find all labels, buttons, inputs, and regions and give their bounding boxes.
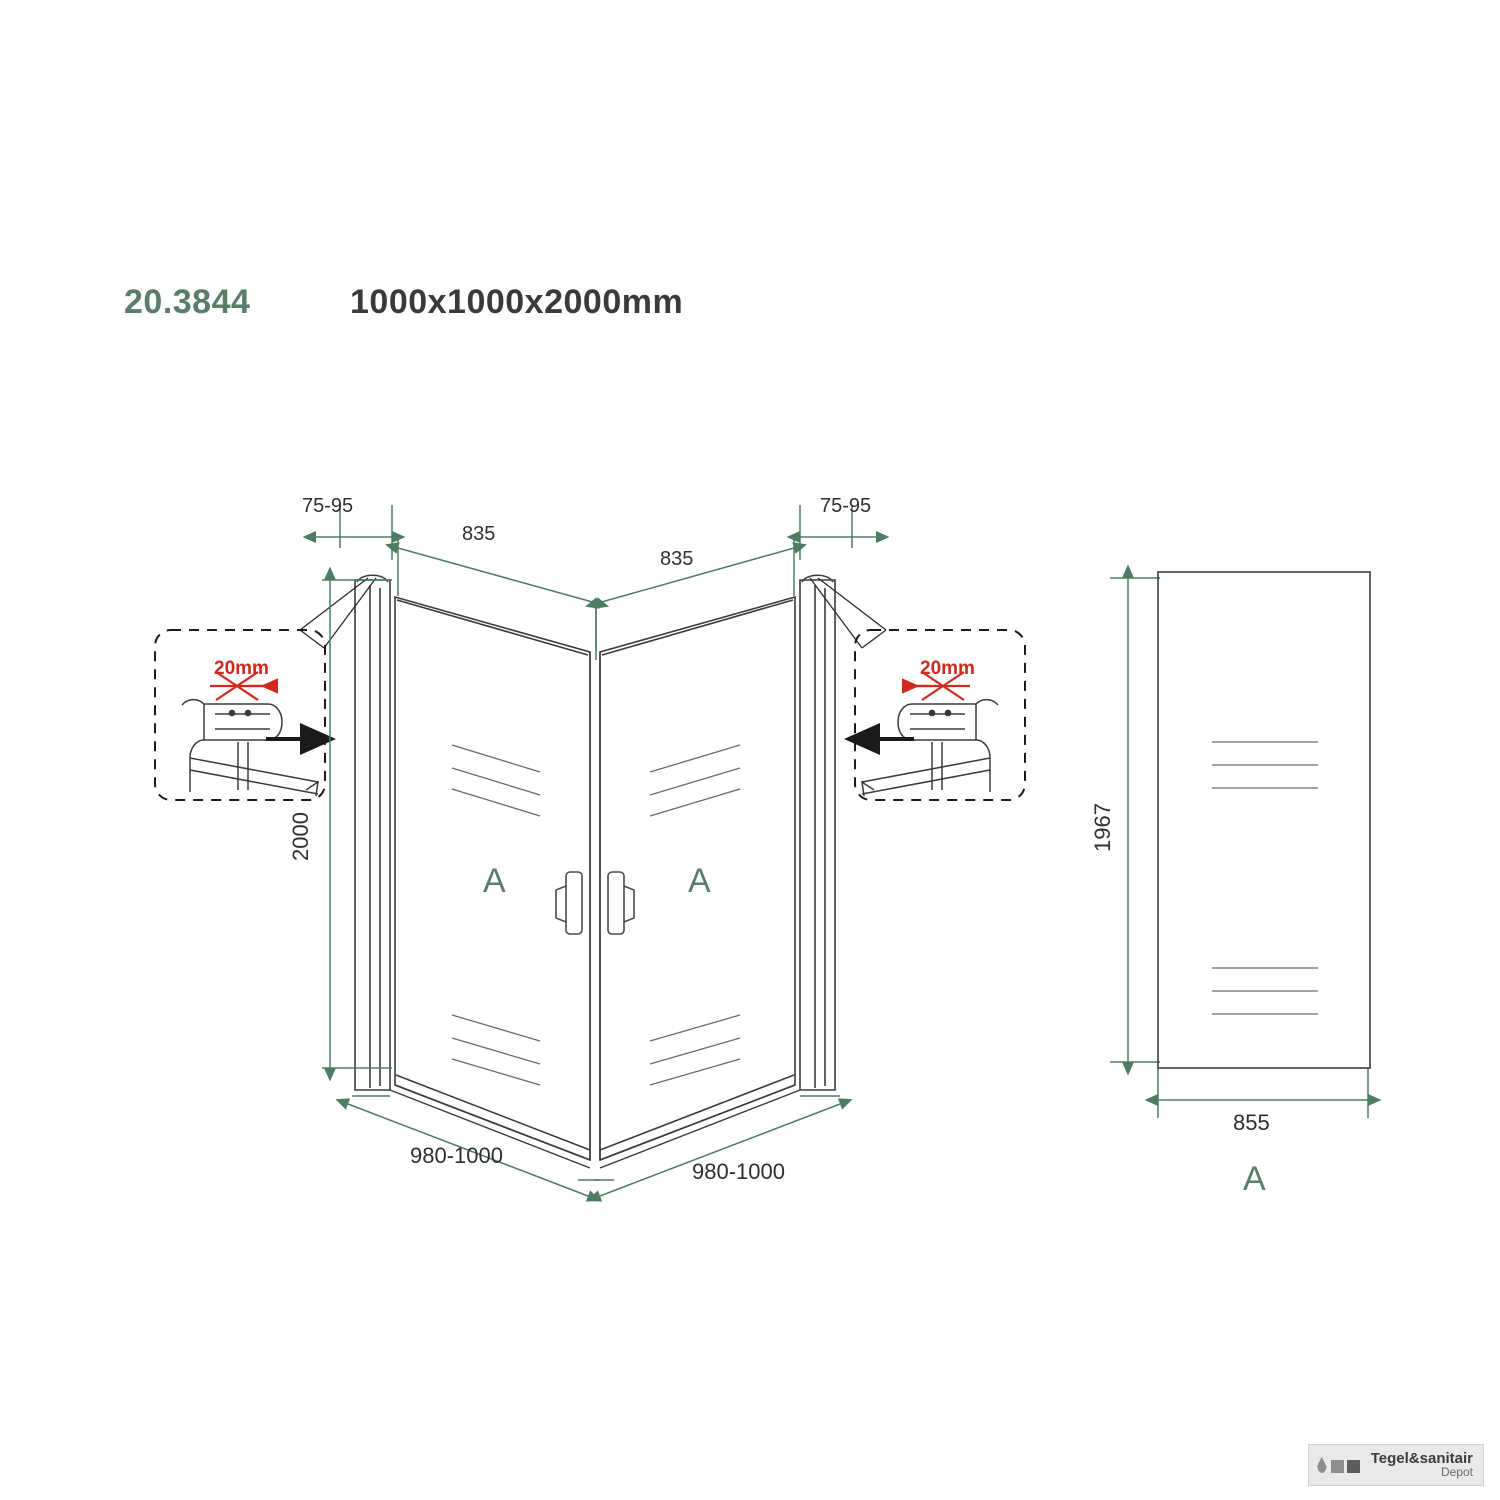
dim-label-panel-right: 835	[660, 548, 694, 570]
dim-label-adjust-right: 75-95	[820, 495, 872, 517]
dimension-lines	[302, 505, 1382, 1202]
detail-callout-left	[154, 629, 336, 801]
dim-label-floor-right: 980-1000	[692, 1159, 785, 1184]
glass-label-a-right: A	[688, 862, 711, 900]
brand-footer: Tegel&sanitair Depot	[1307, 1443, 1484, 1486]
side-elevation-panel	[1157, 571, 1371, 1069]
brand-logo-icon	[1316, 1456, 1363, 1473]
detail-callout-right	[844, 629, 1026, 801]
dim-label-floor-left: 980-1000	[410, 1143, 503, 1168]
dim-label-side-width: 855	[1233, 1110, 1270, 1135]
product-dimensions: 1000x1000x2000mm	[350, 283, 684, 321]
brand-subtitle: Depot	[1440, 1465, 1473, 1480]
dim-label-panel-left: 835	[462, 523, 496, 545]
detail-label-20mm-right: 20mm	[920, 658, 975, 679]
water-drop-icon	[1316, 1456, 1327, 1473]
dim-label-side-height: 1967	[1090, 803, 1115, 852]
dim-label-adjust-left: 75-95	[302, 495, 354, 517]
dim-label-height-2000: 2000	[288, 812, 313, 861]
product-code: 20.3844	[124, 283, 251, 321]
detail-label-20mm-left: 20mm	[214, 658, 269, 679]
cabin-main-view	[299, 574, 887, 1169]
side-panel-label-a: A	[1243, 1160, 1266, 1198]
tile-square-icon	[1330, 1459, 1344, 1473]
brand-name: Tegel&sanitair	[1370, 1449, 1473, 1467]
tile-square-dark-icon	[1346, 1459, 1360, 1473]
glass-label-a-left: A	[483, 862, 506, 900]
